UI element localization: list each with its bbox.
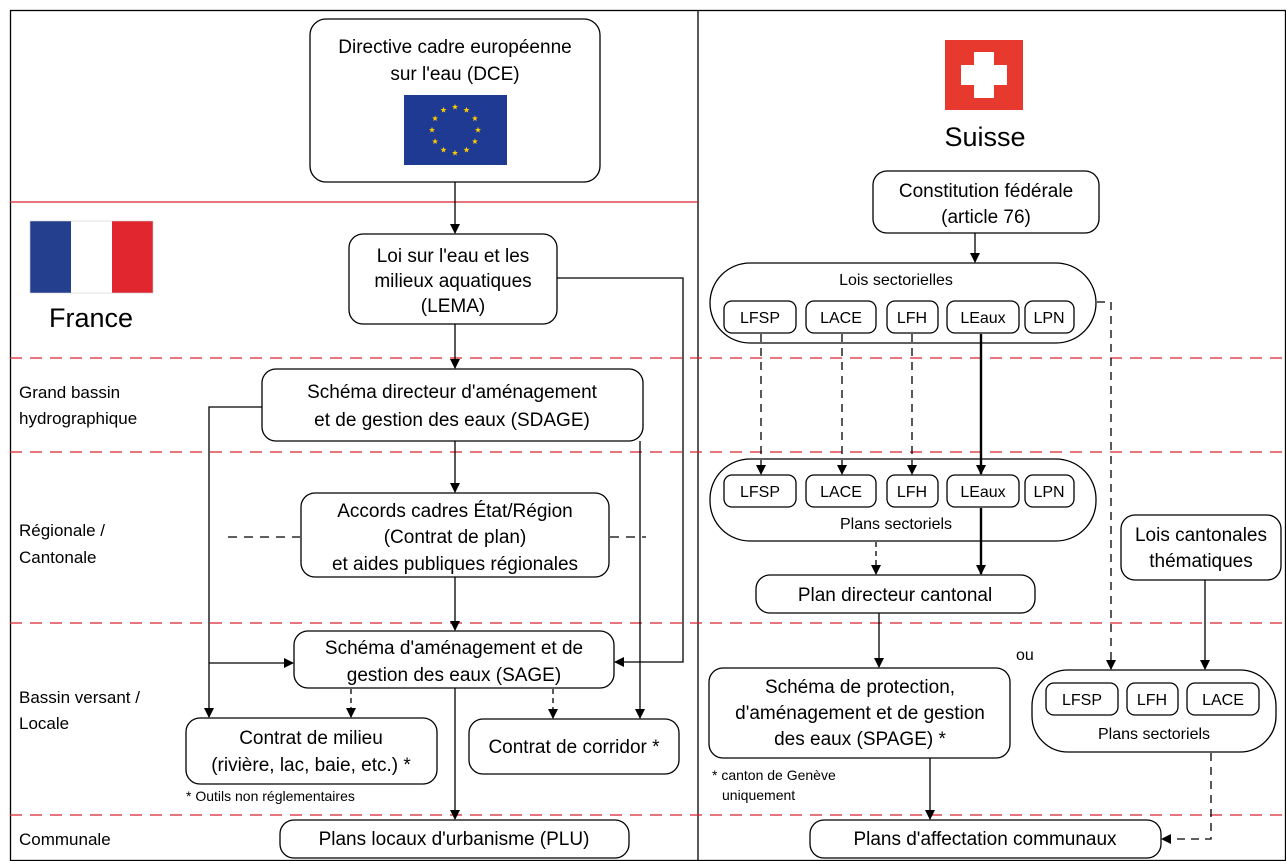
eu-star-icon xyxy=(471,138,478,145)
lois-sectorielles-group: Lois sectorielles LFSP LACE LFH LEaux LP… xyxy=(709,262,1097,344)
svg-text:Contrat de milieu(rivière, lac: Contrat de milieu(rivière, lac, baie, et… xyxy=(211,728,411,776)
eu-star-icon xyxy=(432,115,439,122)
contrat-milieu-box: Contrat de milieu(rivière, lac, baie, et… xyxy=(185,717,438,785)
plan-chip-lace: LACE xyxy=(805,474,877,508)
svg-text:LACE: LACE xyxy=(1202,692,1244,709)
level-label-bassin-versant: Bassin versant /Locale xyxy=(19,688,140,733)
svg-text:Plan directeur cantonal: Plan directeur cantonal xyxy=(798,585,992,606)
law-chip-lfh: LFH xyxy=(886,300,939,334)
svg-text:LEaux: LEaux xyxy=(960,310,1005,327)
cantonal-chip-lfh: LFH xyxy=(1126,682,1179,716)
svg-text:LFH: LFH xyxy=(1137,692,1167,709)
svg-text:Schéma de protection,d'aménage: Schéma de protection,d'aménagement et de… xyxy=(735,677,985,750)
svg-text:LFSP: LFSP xyxy=(1062,692,1102,709)
svg-text:LFH: LFH xyxy=(897,310,927,327)
plan-chip-lfsp: LFSP xyxy=(723,474,797,508)
svg-text:LFH: LFH xyxy=(897,484,927,501)
eu-flag-icon xyxy=(404,95,507,165)
plans-sectoriels-cantonal-group: LFSP LFH LACE Plans sectoriels xyxy=(1031,669,1277,753)
plan-chip-leaux: LEaux xyxy=(946,474,1020,508)
arrow-sdage-milieu xyxy=(204,406,262,718)
eu-star-icon xyxy=(440,146,447,153)
plans-affectation-box: Plans d'affectation communaux xyxy=(809,819,1162,859)
level-separators xyxy=(10,201,1286,816)
dashed-lois-cantonal-plans xyxy=(1097,301,1116,670)
dashed-cantonal-plans-affectation xyxy=(1161,753,1212,844)
plans-sectoriels-label: Plans sectoriels xyxy=(840,516,952,533)
plans-sectoriels-cantonal-label: Plans sectoriels xyxy=(1098,726,1210,743)
svg-text:LFSP: LFSP xyxy=(740,310,780,327)
france-label: France xyxy=(49,303,133,333)
suisse-label: Suisse xyxy=(944,122,1025,152)
eu-star-icon xyxy=(428,126,436,133)
france-connectors xyxy=(204,182,684,820)
svg-text:Plans locaux d'urbanisme (PLU): Plans locaux d'urbanisme (PLU) xyxy=(319,829,590,850)
plan-directeur-box: Plan directeur cantonal xyxy=(755,574,1036,614)
arrow-lema-sage xyxy=(557,277,684,667)
contrat-corridor-box: Contrat de corridor * xyxy=(468,718,680,775)
france-note: * Outils non réglementaires xyxy=(186,788,355,804)
swiss-flag-icon xyxy=(945,40,1023,110)
svg-text:Contrat de corridor *: Contrat de corridor * xyxy=(488,737,660,758)
plu-box: Plans locaux d'urbanisme (PLU) xyxy=(279,819,630,859)
svg-text:LPN: LPN xyxy=(1033,310,1064,327)
svg-text:Accords cadres État/Région(Con: Accords cadres État/Région(Contrat de pl… xyxy=(332,501,578,575)
france-flag-icon xyxy=(29,220,154,294)
svg-text:LACE: LACE xyxy=(820,310,862,327)
cantonal-chip-lace: LACE xyxy=(1186,682,1260,716)
eu-star-icon xyxy=(440,106,447,113)
constitution-box: Constitution fédérale(article 76) xyxy=(872,170,1100,234)
eu-star-icon xyxy=(463,146,470,153)
ou-label: ou xyxy=(1016,647,1034,664)
svg-text:Constitution fédérale(article: Constitution fédérale(article 76) xyxy=(899,181,1073,228)
svg-text:LEaux: LEaux xyxy=(960,484,1005,501)
accords-box: Accords cadres État/Région(Contrat de pl… xyxy=(300,492,610,578)
law-chip-leaux: LEaux xyxy=(946,300,1020,334)
eu-star-icon xyxy=(463,106,470,113)
plan-chip-lpn: LPN xyxy=(1024,474,1075,508)
eu-star-icon xyxy=(451,103,459,110)
law-chip-lpn: LPN xyxy=(1024,300,1075,334)
svg-text:LFSP: LFSP xyxy=(740,484,780,501)
eu-star-icon xyxy=(432,138,439,145)
eu-star-icon xyxy=(471,115,478,122)
lois-sectorielles-label: Lois sectorielles xyxy=(839,272,953,289)
law-chip-lace: LACE xyxy=(805,300,877,334)
level-label-communale: Communale xyxy=(19,830,111,849)
eu-star-icon xyxy=(451,149,459,156)
cantonal-chip-lfsp: LFSP xyxy=(1045,682,1119,716)
law-chip-lfsp: LFSP xyxy=(723,300,797,334)
plans-sectoriels-group: LFSP LACE LFH LEaux LPN Plans sectoriels xyxy=(709,458,1097,542)
level-label-regionale: Régionale /Cantonale xyxy=(19,521,105,567)
suisse-connectors xyxy=(756,233,1212,844)
spage-box: Schéma de protection,d'aménagement et de… xyxy=(708,667,1011,759)
svg-text:LPN: LPN xyxy=(1033,484,1064,501)
plan-chip-lfh: LFH xyxy=(886,474,939,508)
svg-text:LACE: LACE xyxy=(820,484,862,501)
eu-star-icon xyxy=(474,126,482,133)
svg-text:Plans d'affectation communaux: Plans d'affectation communaux xyxy=(853,829,1117,850)
